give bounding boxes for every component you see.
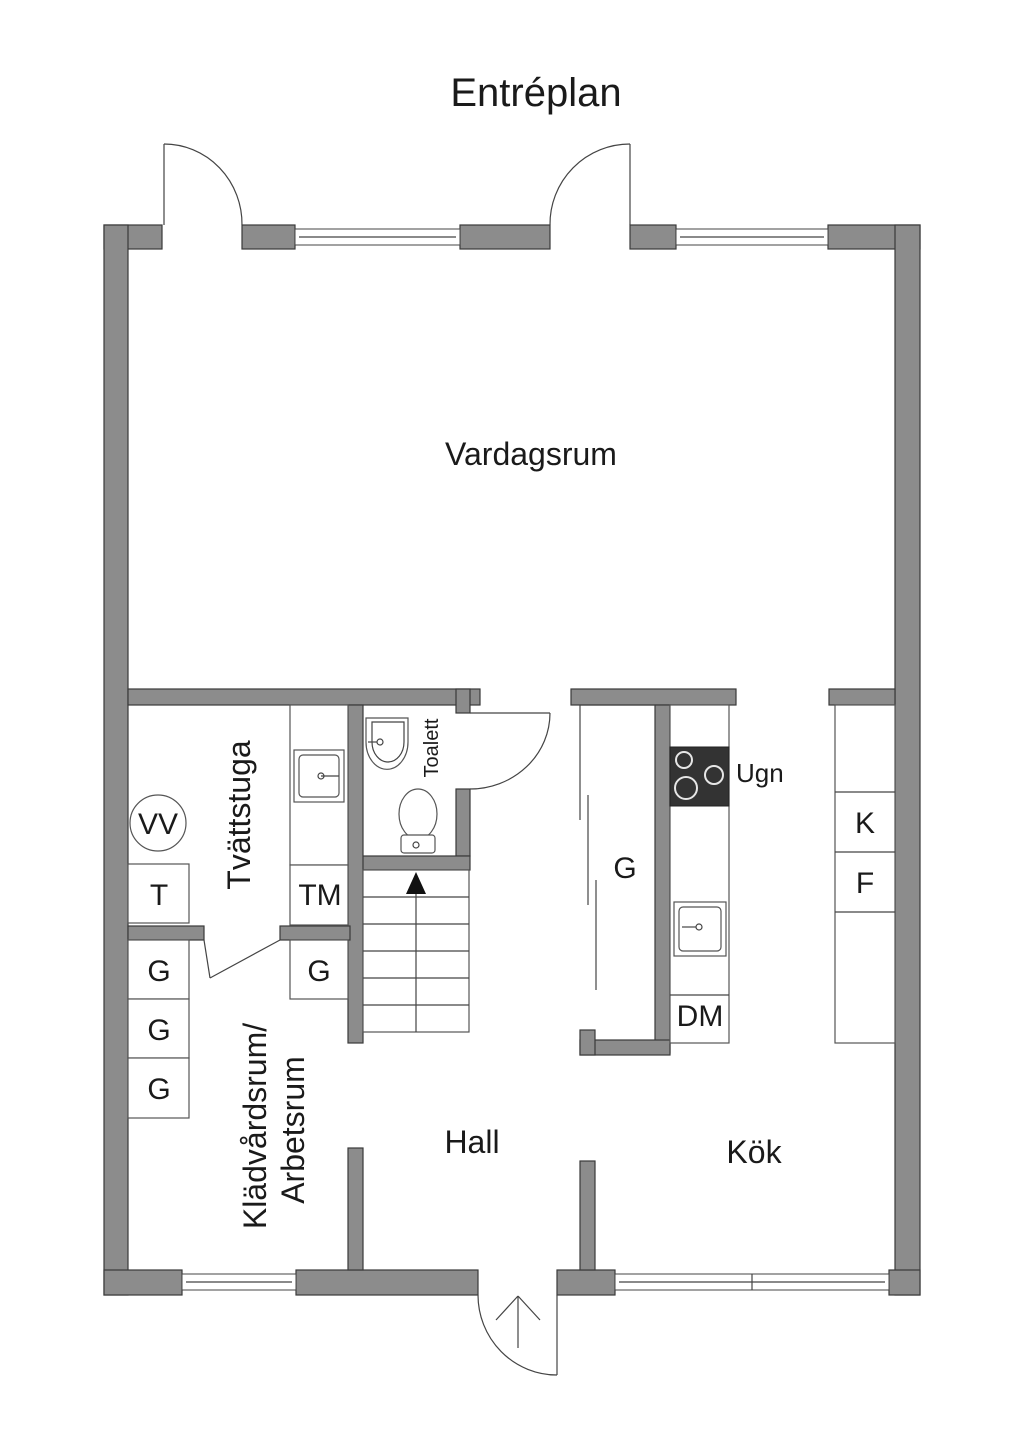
kitchen-counter-right [834, 704, 896, 1044]
laundry-wardrobe: G [289, 939, 349, 1000]
toilet-sink [365, 717, 409, 770]
washing-machine: TM [289, 864, 349, 926]
windows [181, 228, 890, 1291]
wardrobe-g-4: G [307, 955, 330, 988]
entrance-door [477, 1294, 558, 1376]
t-label: T [150, 879, 168, 912]
room-label-hall: Hall [444, 1124, 499, 1160]
toilet-door [469, 712, 551, 790]
laundry-counter [289, 704, 349, 866]
wardrobe-g-2: G [147, 1014, 170, 1047]
k-label: K [855, 807, 875, 840]
room-label-tvattstuga: Tvättstuga [221, 740, 257, 890]
wardrobe-g-3: G [147, 1073, 170, 1106]
plan-title: Entréplan [450, 71, 621, 115]
stairs-up-arrow-icon [406, 872, 426, 894]
room-label-kladvardsrum: Klädvårdsrum/ [237, 1023, 273, 1229]
dm-label: DM [677, 1000, 724, 1033]
f-label: F [856, 867, 874, 900]
balcony-door-right [549, 143, 631, 226]
work-room-wardrobes: G G G [127, 939, 190, 1119]
kitchen-sink [673, 901, 727, 957]
room-label-toalett: Toalett [421, 718, 443, 777]
exterior-walls [103, 224, 921, 1296]
stove [669, 746, 730, 807]
toilet-bowl [398, 788, 438, 854]
room-label-arbetsrum: Arbetsrum [275, 1056, 311, 1204]
laundry-door [203, 939, 281, 979]
dryer: T [127, 863, 190, 924]
room-label-vardagsrum: Vardagsrum [445, 436, 617, 472]
wardrobe-g-1: G [147, 955, 170, 988]
room-label-kok: Kök [726, 1134, 782, 1170]
tm-label: TM [298, 879, 341, 912]
water-heater: VV [129, 794, 187, 852]
closet-g-label: G [613, 852, 636, 885]
staircase [362, 869, 470, 1033]
ugn-label: Ugn [736, 758, 784, 788]
vv-label: VV [138, 808, 178, 841]
balcony-door-left [163, 143, 243, 226]
closet-sliding-doors [579, 704, 655, 990]
